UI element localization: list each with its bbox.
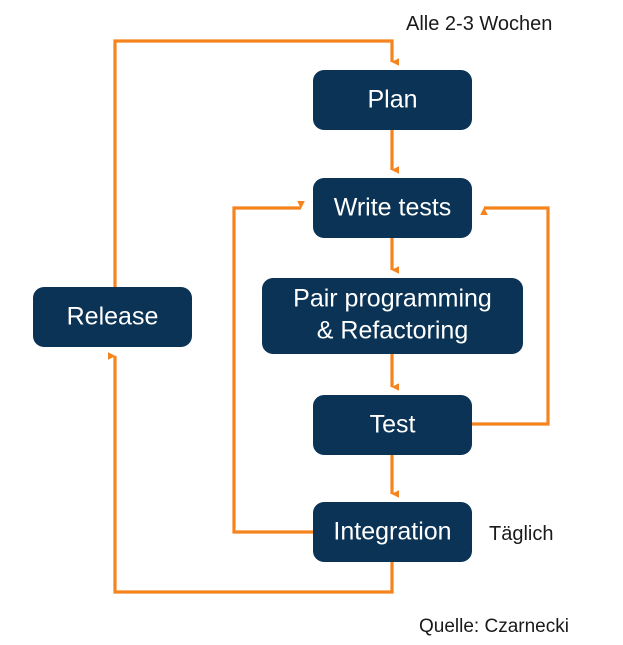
node-plan-shape: [313, 70, 472, 130]
node-pair-programming-label-line2: & Refactoring: [317, 317, 468, 345]
node-release[interactable]: Release: [33, 287, 192, 347]
node-integration[interactable]: Integration: [313, 502, 472, 562]
node-plan-label: Plan: [367, 86, 417, 114]
node-test-label: Test: [370, 411, 416, 439]
node-write-tests-shape: [313, 178, 472, 238]
node-plan[interactable]: Plan: [313, 70, 472, 130]
node-write-tests[interactable]: Write tests: [313, 178, 472, 238]
edge-release-to-plan: [113, 39, 399, 287]
node-integration-shape: [313, 502, 472, 562]
annotation-integration-cadence: Täglich: [489, 523, 553, 545]
node-write-tests-label: Write tests: [334, 194, 452, 222]
node-test[interactable]: Test: [313, 395, 472, 455]
edge-integration-back-to-write-tests: [232, 201, 313, 534]
source-attribution: Quelle: Czarnecki: [419, 616, 569, 637]
node-pair-programming-shape: [262, 278, 523, 354]
node-pair-programming[interactable]: Pair programming & Refactoring: [262, 278, 523, 354]
node-integration-label: Integration: [333, 518, 451, 546]
node-release-shape: [33, 287, 192, 347]
edge-integration-to-release: [108, 352, 394, 594]
node-pair-programming-label-line1: Pair programming: [293, 285, 492, 313]
annotation-release-cadence: Alle 2-3 Wochen: [406, 13, 552, 35]
node-test-shape: [313, 395, 472, 455]
edge-test-back-to-write-tests: [472, 206, 550, 426]
node-release-label: Release: [67, 303, 159, 331]
